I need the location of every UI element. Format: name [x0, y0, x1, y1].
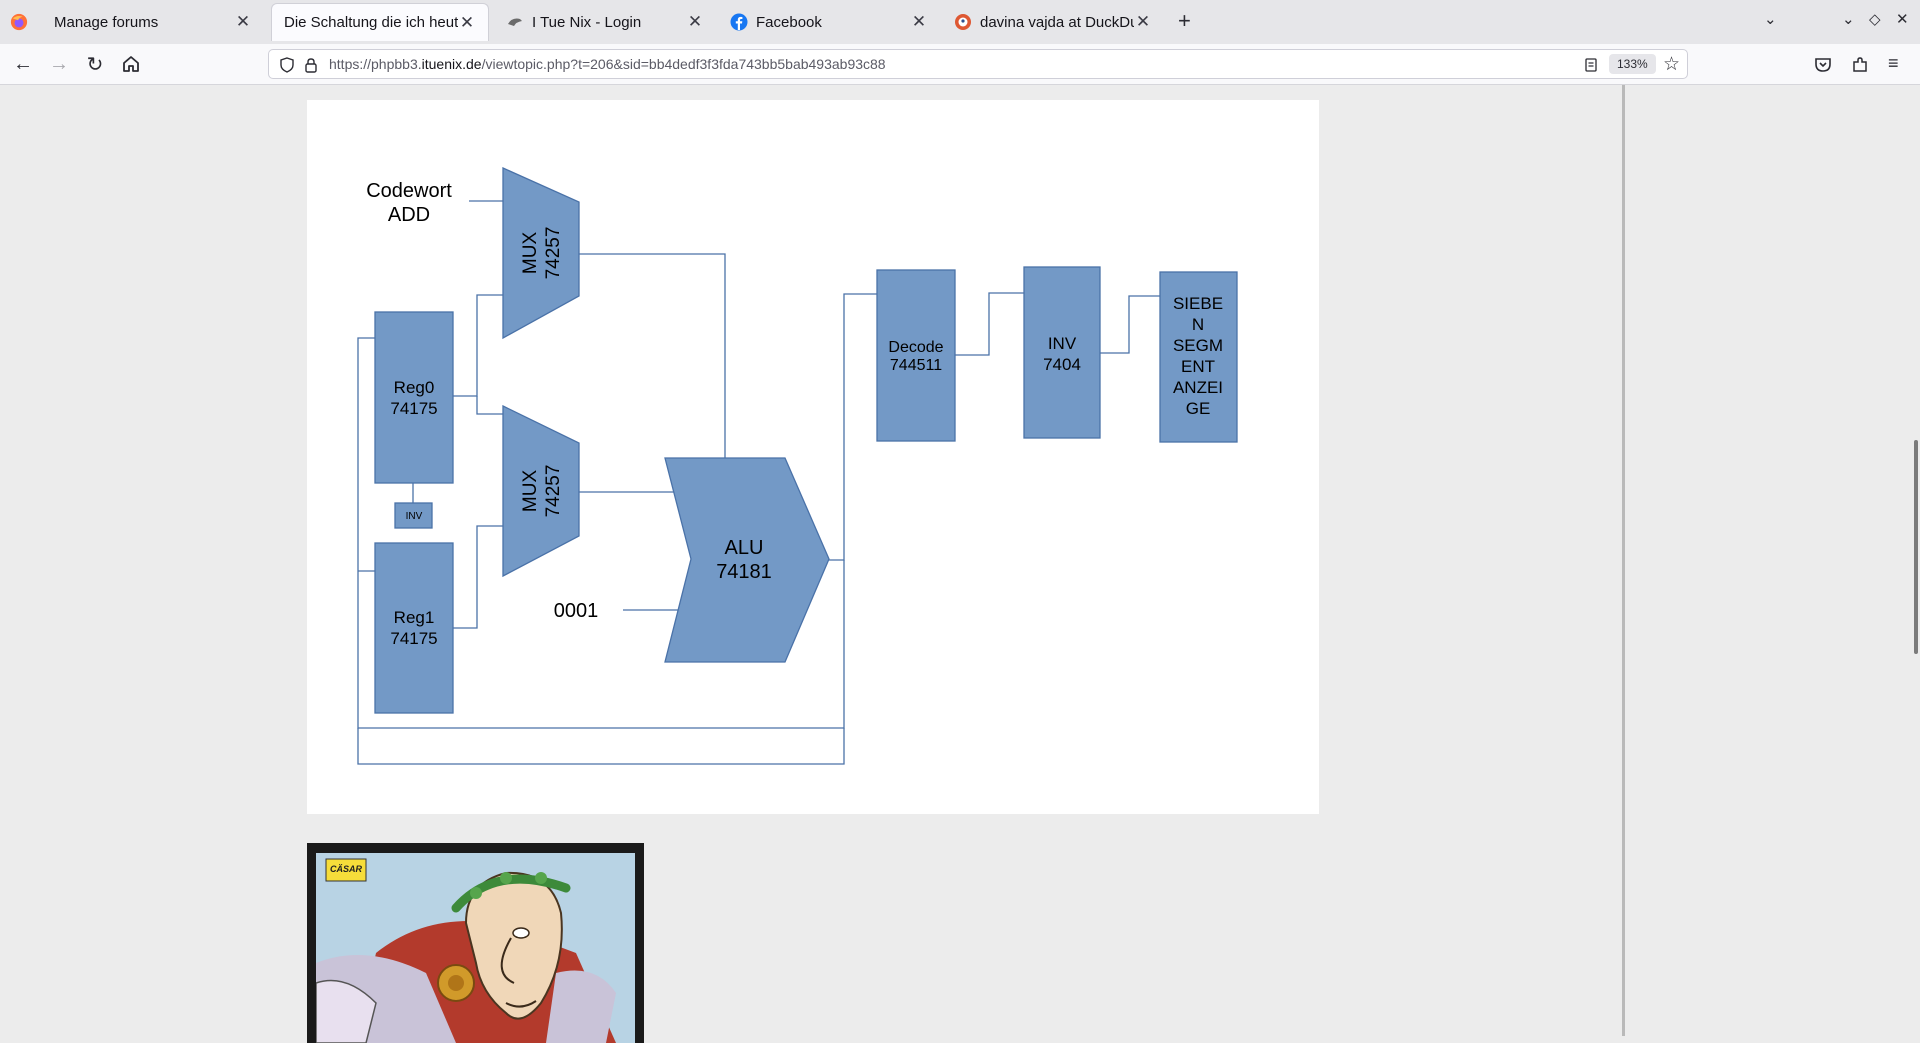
new-tab-plus-icon[interactable]: + — [1178, 8, 1191, 33]
mux-top-part: 74257 — [543, 227, 564, 280]
reg0-part: 74175 — [390, 399, 437, 418]
reg0-block — [374, 311, 454, 484]
circuit-blocks — [374, 166, 1238, 714]
bird-icon — [508, 18, 522, 26]
page-column-border — [1622, 85, 1625, 1036]
mux-bottom-part: 74257 — [543, 465, 564, 518]
tab-label: I Tue Nix - Login — [532, 13, 642, 31]
decode-block — [876, 269, 956, 442]
mux-bottom-label: MUX — [520, 470, 541, 513]
pocket-icon[interactable] — [1814, 56, 1832, 74]
navigation-bar: ← → ↻ https://phpbb3.ituenix.de/viewtopi… — [0, 44, 1920, 85]
reg0-label: Reg0 — [394, 378, 435, 397]
decode-label: Decode — [888, 339, 943, 356]
add-label: ADD — [388, 204, 430, 226]
tab-label: Manage forums — [54, 13, 159, 31]
caesar-comic-image: CÄSAR — [307, 843, 644, 1043]
circuit-wires — [357, 200, 1160, 765]
list-all-tabs-icon[interactable]: ⌄ — [1764, 11, 1777, 28]
display-line-5: ANZEI — [1173, 378, 1223, 397]
comic-panel: CÄSAR — [316, 853, 635, 1043]
mux-top-block — [502, 166, 580, 340]
minimize-icon[interactable]: ⌄ — [1842, 11, 1855, 28]
close-icon[interactable]: ✕ — [1135, 12, 1151, 31]
url-path: /viewtopic.php?t=206&sid=bb4dedf3f3fda74… — [481, 56, 886, 72]
display-line-6: GE — [1186, 399, 1211, 418]
circuit-diagram-image: Codewort ADD MUX 74257 MUX 74257 Reg0 74… — [307, 100, 1319, 814]
tab-label: Facebook — [756, 13, 822, 31]
reader-view-icon[interactable] — [1583, 57, 1599, 73]
lock-icon[interactable] — [303, 57, 319, 73]
url-bar[interactable]: https://phpbb3.ituenix.de/viewtopic.php?… — [268, 49, 1688, 79]
home-icon[interactable] — [118, 51, 144, 77]
tab-manage-forums[interactable]: Manage forums ✕ — [42, 3, 264, 41]
back-arrow-icon[interactable]: ← — [13, 52, 33, 75]
circuit-labels: Codewort ADD MUX 74257 MUX 74257 Reg0 74… — [366, 180, 1223, 648]
close-icon[interactable]: ✕ — [459, 12, 475, 32]
tab-bar: Manage forums ✕ Die Schaltung die ich he… — [0, 0, 1920, 45]
inv-small-label: INV — [406, 511, 423, 522]
reg1-label: Reg1 — [394, 608, 435, 627]
comic-label: CÄSAR — [330, 864, 363, 874]
tab-facebook[interactable]: Facebook ✕ — [718, 3, 940, 41]
codewort-label: Codewort — [366, 180, 452, 202]
menu-icon[interactable]: ≡ — [1888, 53, 1899, 73]
url-host: ituenix.de — [421, 56, 482, 72]
tab-itue-nix-login[interactable]: I Tue Nix - Login ✕ — [494, 3, 716, 41]
display-line-2: N — [1192, 315, 1204, 334]
shield-icon[interactable] — [279, 57, 295, 73]
inv7404-label: INV — [1048, 334, 1077, 353]
tab-duckduckgo[interactable]: davina vajda at DuckDuckG ✕ — [942, 3, 1164, 41]
duckduckgo-icon — [955, 14, 971, 30]
tab-label: Die Schaltung die ich heute ba — [284, 14, 458, 31]
close-window-icon[interactable]: ✕ — [1896, 11, 1909, 28]
bookmark-star-icon[interactable]: ☆ — [1663, 54, 1681, 75]
url-text[interactable]: https://phpbb3.ituenix.de/viewtopic.php?… — [329, 56, 886, 72]
reg1-block — [374, 542, 454, 714]
alu-block — [664, 457, 830, 663]
display-block — [1159, 271, 1238, 443]
reload-icon[interactable]: ↻ — [86, 53, 104, 76]
mux-top-label: MUX — [520, 232, 541, 275]
zoom-level-badge[interactable]: 133% — [1609, 54, 1656, 74]
constant-0001-label: 0001 — [554, 600, 599, 622]
tab-schaltung[interactable]: Die Schaltung die ich heute ba ✕ — [271, 3, 489, 41]
display-line-1: SIEBE — [1173, 294, 1223, 313]
close-icon[interactable]: ✕ — [687, 12, 703, 31]
inv-small-block — [394, 502, 433, 529]
decode-part: 744511 — [890, 357, 942, 374]
mux-bottom-block — [502, 404, 580, 578]
scrollbar-thumb[interactable] — [1914, 440, 1918, 654]
url-prefix: https://phpbb3. — [329, 56, 422, 72]
inv7404-part: 7404 — [1043, 355, 1081, 374]
close-icon[interactable]: ✕ — [911, 12, 927, 31]
tab-label: davina vajda at DuckDuckG — [980, 13, 1134, 31]
facebook-icon — [730, 13, 748, 31]
display-line-3: SEGM — [1173, 336, 1223, 355]
close-icon[interactable]: ✕ — [235, 12, 251, 31]
firefox-icon[interactable] — [10, 13, 28, 31]
display-line-4: ENT — [1181, 357, 1215, 376]
alu-part: 74181 — [716, 561, 772, 583]
forward-arrow-icon[interactable]: → — [49, 52, 69, 75]
alu-label: ALU — [725, 537, 764, 559]
reg1-part: 74175 — [390, 629, 437, 648]
extensions-icon[interactable] — [1851, 56, 1869, 74]
restore-icon[interactable]: ◇ — [1869, 11, 1881, 28]
inv7404-block — [1023, 266, 1101, 439]
